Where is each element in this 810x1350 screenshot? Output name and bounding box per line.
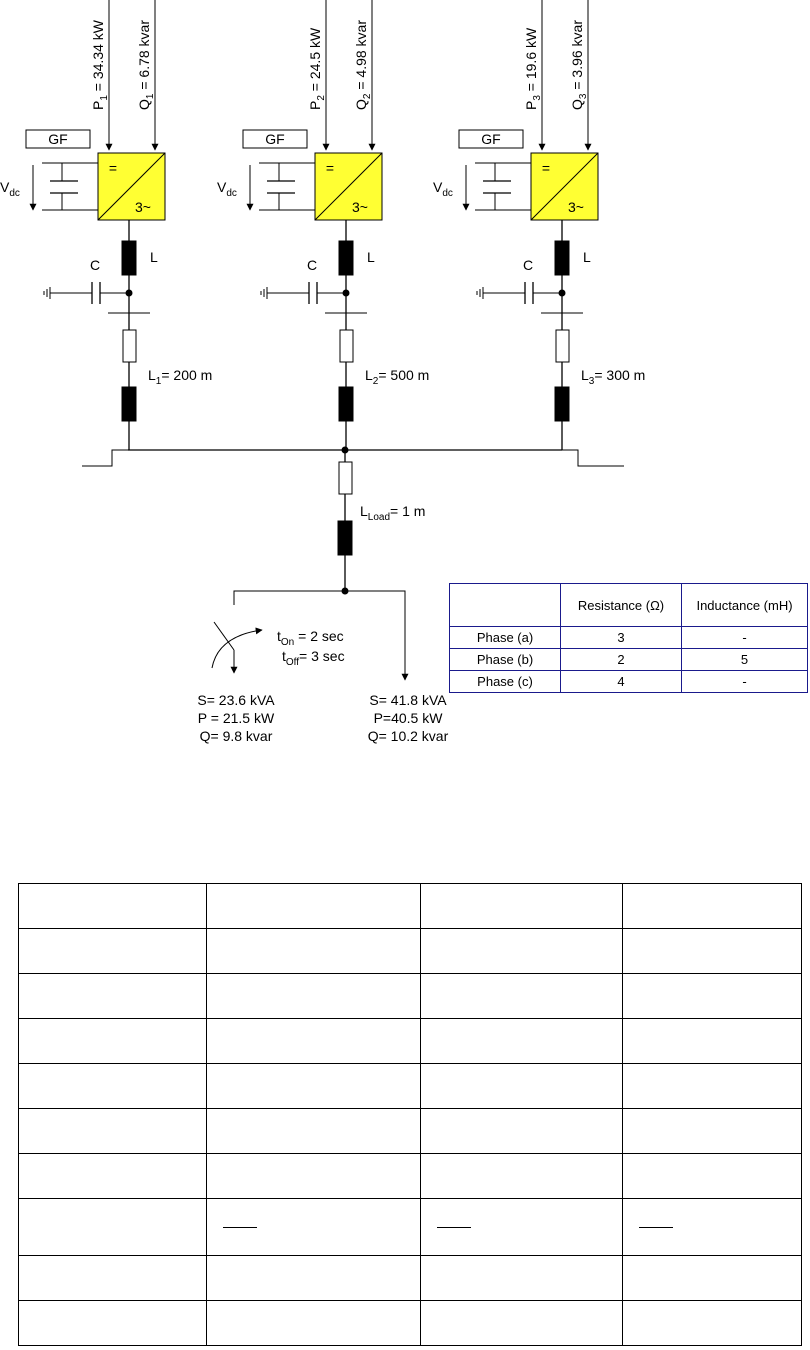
fraction-bar: [223, 1226, 257, 1228]
table-row: Phase (a) 3 -: [449, 626, 808, 649]
header-empty: [449, 583, 561, 627]
converter-diagonal: [314, 152, 383, 221]
vdc-label: Vdc: [0, 179, 20, 199]
table-row: [18, 1198, 802, 1256]
phase-parameters-table: Resistance (Ω) Inductance (mH) Phase (a)…: [449, 583, 808, 693]
resistance-value: 3: [560, 626, 682, 649]
resistance-value: 4: [560, 670, 682, 693]
capacitor-label: C: [307, 257, 317, 273]
load-line-inductor: [337, 520, 353, 556]
t-off-label: tOff= 3 sec: [282, 648, 345, 668]
q-label: Q2 = 4.98 kvar: [353, 20, 373, 110]
fraction-bar: [639, 1226, 673, 1228]
table-row: Phase (c) 4 -: [449, 670, 808, 693]
header-inductance: Inductance (mH): [681, 583, 808, 627]
phase-name: Phase (a): [449, 626, 561, 649]
line-resistor: [555, 329, 570, 363]
inductor-label: L: [583, 249, 591, 265]
q-label: Q1 = 6.78 kvar: [136, 20, 156, 110]
vdc-label: Vdc: [433, 179, 453, 199]
fraction-bar: [437, 1226, 471, 1228]
capacitor-label: C: [90, 257, 100, 273]
load2-s: S= 41.8 kVA: [369, 692, 447, 708]
load1-p: P = 21.5 kW: [198, 710, 275, 726]
gf-box: [242, 129, 308, 149]
gf-label: GF: [48, 131, 67, 147]
gf-label: GF: [481, 131, 500, 147]
p-label: P3 = 19.6 kW: [523, 27, 543, 110]
converter-ac-symbol: 3~: [568, 199, 584, 215]
line-length-label: L2= 500 m: [365, 367, 429, 387]
table-row: [18, 973, 802, 1019]
table-row: [18, 1300, 802, 1346]
inductance-value: -: [681, 670, 808, 693]
converter-ac-symbol: 3~: [352, 199, 368, 215]
q-label: Q3 = 3.96 kvar: [569, 20, 589, 110]
gf-box: [458, 129, 524, 149]
table-row: [18, 1153, 802, 1199]
blank-table: [18, 883, 802, 1346]
line-resistor: [122, 329, 137, 363]
main-bus: [82, 446, 624, 467]
load2-q: Q= 10.2 kvar: [368, 728, 449, 744]
inductor-label: L: [150, 249, 158, 265]
gf-box: [25, 129, 91, 149]
load1-s: S= 23.6 kVA: [197, 692, 275, 708]
load-line-resistor: [338, 461, 353, 495]
table-row: [18, 1018, 802, 1064]
load2-p: P=40.5 kW: [374, 710, 444, 726]
converter-dc-symbol: =: [542, 160, 550, 176]
inductor-label: L: [367, 249, 375, 265]
converter-dc-symbol: =: [109, 160, 117, 176]
resistance-value: 2: [560, 648, 682, 671]
table-row: [18, 1108, 802, 1154]
p-label: P1 = 34.34 kW: [90, 19, 110, 110]
filter-inductor: [338, 240, 354, 276]
filter-inductor: [554, 240, 570, 276]
inductance-value: -: [681, 626, 808, 649]
table-row: [18, 1063, 802, 1109]
load1-q: Q= 9.8 kvar: [200, 728, 273, 744]
vdc-label: Vdc: [217, 179, 237, 199]
line-inductor: [121, 386, 137, 422]
table-row: [18, 883, 802, 929]
header-resistance: Resistance (Ω): [560, 583, 682, 627]
switch-arrow: [211, 627, 263, 669]
gf-label: GF: [265, 131, 284, 147]
table-row: [18, 1255, 802, 1301]
t-on-label: tOn = 2 sec: [277, 628, 344, 648]
load-switch: [213, 621, 235, 651]
line-length-label: L1= 200 m: [148, 367, 212, 387]
load-line-label: LLoad= 1 m: [360, 503, 425, 523]
converter-diagonal: [530, 152, 599, 221]
phase-name: Phase (c): [449, 670, 561, 693]
line-length-label: L3= 300 m: [581, 367, 645, 387]
capacitor-label: C: [523, 257, 533, 273]
load-feeder: LLoad= 1 m tOn = 2 sec tOff= 3 sec S= 23…: [197, 450, 449, 744]
p-label: P2 = 24.5 kW: [307, 27, 327, 110]
line-inductor: [554, 386, 570, 422]
table-row: Phase (b) 2 5: [449, 648, 808, 671]
converter-dc-symbol: =: [326, 160, 334, 176]
table-header-row: Resistance (Ω) Inductance (mH): [449, 583, 808, 627]
line-inductor: [338, 386, 354, 422]
converter-ac-symbol: 3~: [135, 199, 151, 215]
phase-name: Phase (b): [449, 648, 561, 671]
line-resistor: [339, 329, 354, 363]
converter-diagonal: [97, 152, 166, 221]
filter-inductor: [121, 240, 137, 276]
inductance-value: 5: [681, 648, 808, 671]
table-row: [18, 928, 802, 974]
